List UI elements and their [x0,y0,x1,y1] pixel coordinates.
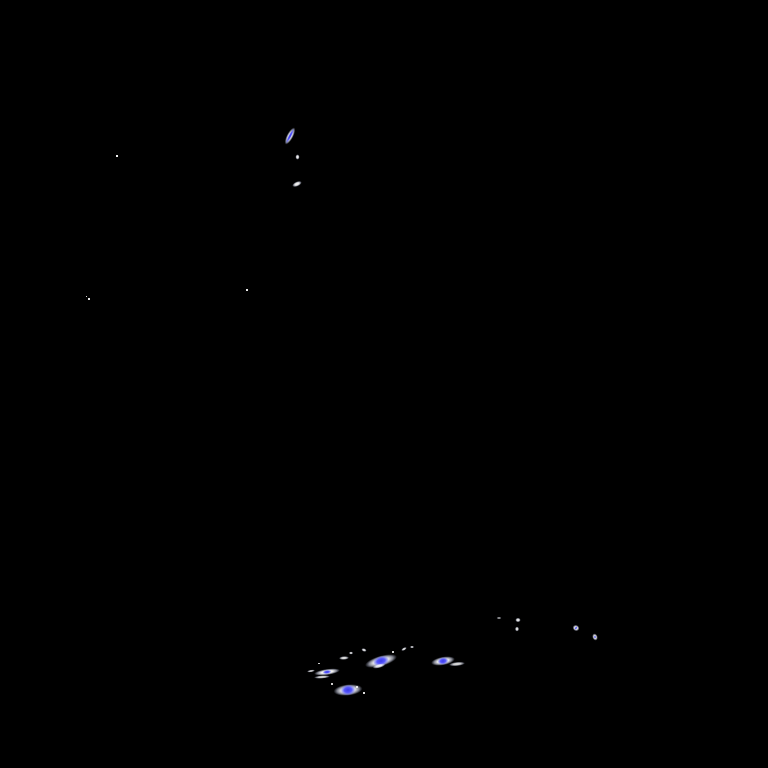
detection-blob [515,626,519,632]
blob-halo [307,669,315,673]
detection-blob [592,633,598,641]
detection-streak-group [284,127,598,696]
detection-speck [88,298,90,300]
detection-blob [410,645,414,649]
detection-blob [496,617,502,619]
detection-blob [284,127,296,145]
detection-speck [116,155,118,157]
detection-speck-group [86,155,394,694]
detection-blob [572,624,580,632]
detection-blob [365,654,397,668]
detection-speck [331,683,333,685]
blob-halo [410,645,414,649]
blob-core [322,669,332,675]
detection-blob [333,684,363,696]
detection-blob [431,656,455,666]
blob-core [437,657,449,665]
blob-halo [295,154,300,160]
detection-speck [363,692,365,694]
blob-core [593,635,597,639]
blob-halo [515,626,519,632]
detection-speck [86,296,87,297]
detection-blob [372,663,386,669]
blob-core [574,626,578,630]
detection-blob [515,617,521,623]
detection-blob [449,661,465,667]
detection-blob [292,181,302,187]
detection-speck [356,686,358,688]
blob-halo [349,651,353,655]
blob-halo [401,647,407,651]
blob-core [372,655,390,667]
blob-core [285,128,295,144]
blob-halo [496,617,502,619]
detection-blob [349,651,353,655]
detection-blob [401,647,407,651]
detection-blob [339,656,349,660]
blob-core [340,684,356,696]
detection-blob [314,675,330,679]
blob-halo [515,617,521,623]
detection-blob [307,669,315,673]
blob-halo [314,675,330,679]
blob-halo [292,181,302,187]
blob-halo [449,661,465,667]
blob-halo [339,656,349,660]
blob-halo [372,663,386,669]
detection-speck [318,663,320,664]
detection-speck [392,651,394,653]
blob-halo [361,648,367,652]
detection-blob [295,154,300,160]
detection-blob [314,668,340,676]
detection-blob [361,648,367,652]
detection-speck [246,289,248,291]
